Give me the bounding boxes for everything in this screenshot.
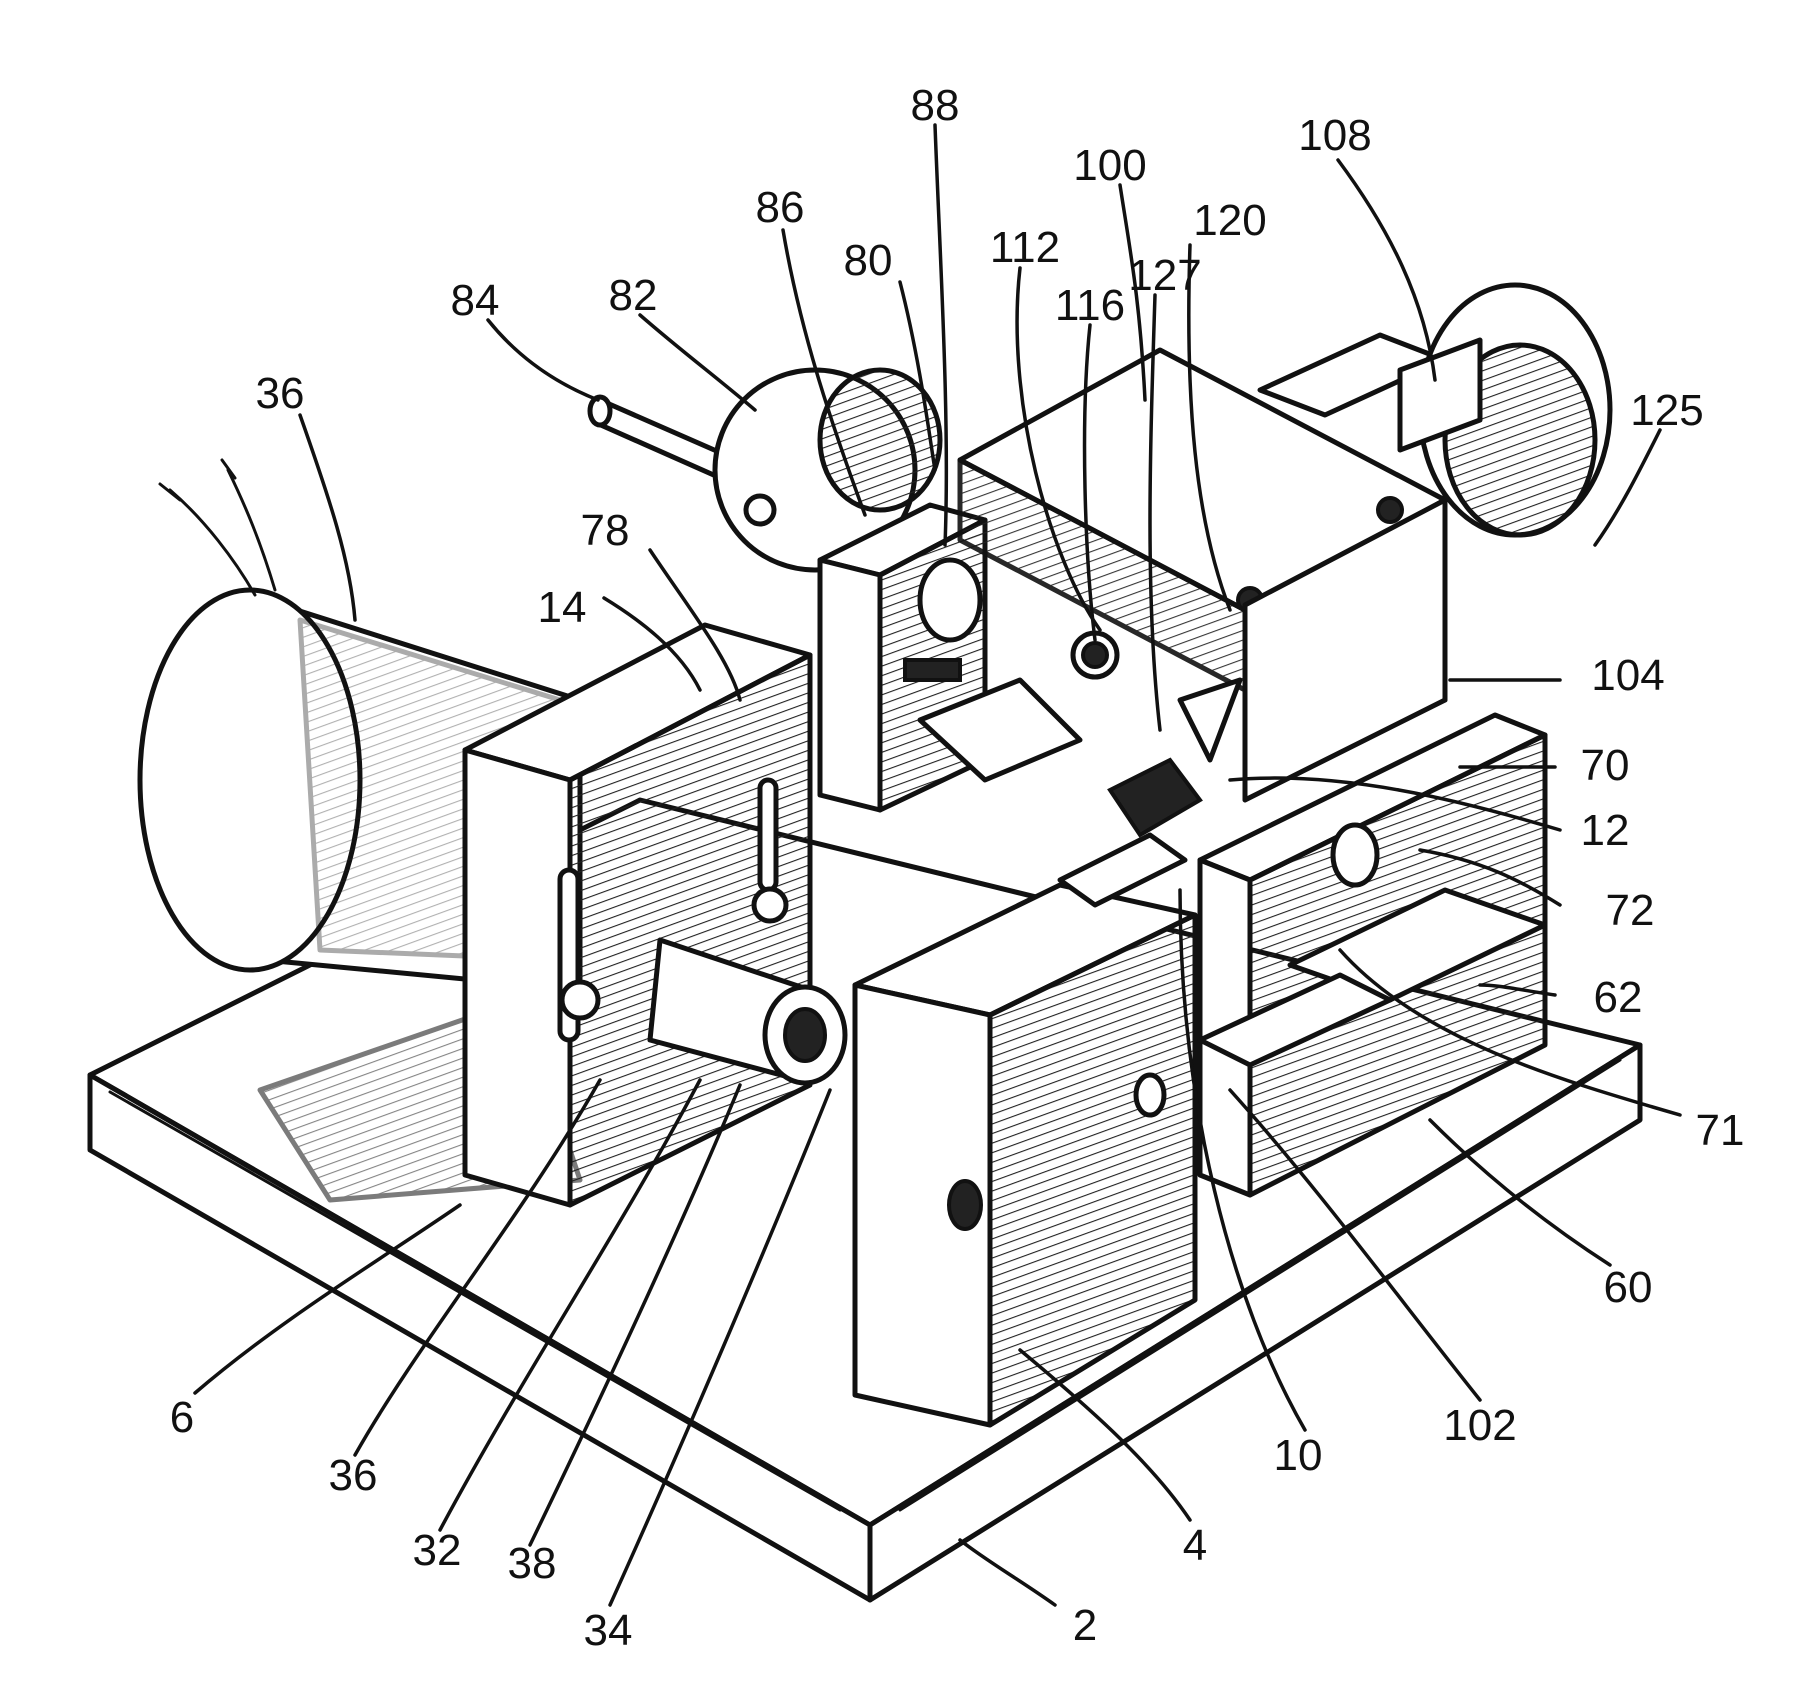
label-4: 4 [1183,1521,1207,1570]
label-125: 125 [1630,386,1703,435]
label-12: 12 [1581,806,1630,855]
leader-2 [960,1540,1055,1605]
leader-36a [300,415,355,620]
leader-84 [488,320,598,400]
label-116: 116 [1055,281,1125,330]
label-14: 14 [538,583,587,632]
label-120: 120 [1193,196,1266,245]
label-36a: 36 [256,369,305,418]
label-102: 102 [1443,1401,1516,1450]
label-104: 104 [1591,651,1664,700]
upper-left-housing [820,505,985,810]
label-78: 78 [581,506,630,555]
label-82: 82 [609,271,658,320]
label-100: 100 [1073,141,1146,190]
label-86: 86 [756,183,805,232]
label-71: 71 [1696,1106,1745,1155]
label-2: 2 [1073,1601,1097,1650]
label-32: 32 [413,1526,462,1575]
label-70: 70 [1581,741,1630,790]
label-6: 6 [170,1393,194,1442]
label-10: 10 [1274,1431,1323,1480]
label-88: 88 [911,81,960,130]
label-62: 62 [1594,973,1643,1022]
label-127: 127 [1128,251,1201,300]
label-38: 38 [508,1539,557,1588]
leader-82 [640,315,755,410]
label-80: 80 [844,236,893,285]
cutter-blades [920,680,1240,905]
label-72: 72 [1606,886,1655,935]
label-112: 112 [990,223,1060,272]
label-84: 84 [451,276,500,325]
label-34: 34 [584,1606,633,1655]
label-60: 60 [1604,1263,1653,1312]
label-108: 108 [1298,111,1371,160]
leader-88 [935,125,946,545]
label-36b: 36 [329,1451,378,1500]
